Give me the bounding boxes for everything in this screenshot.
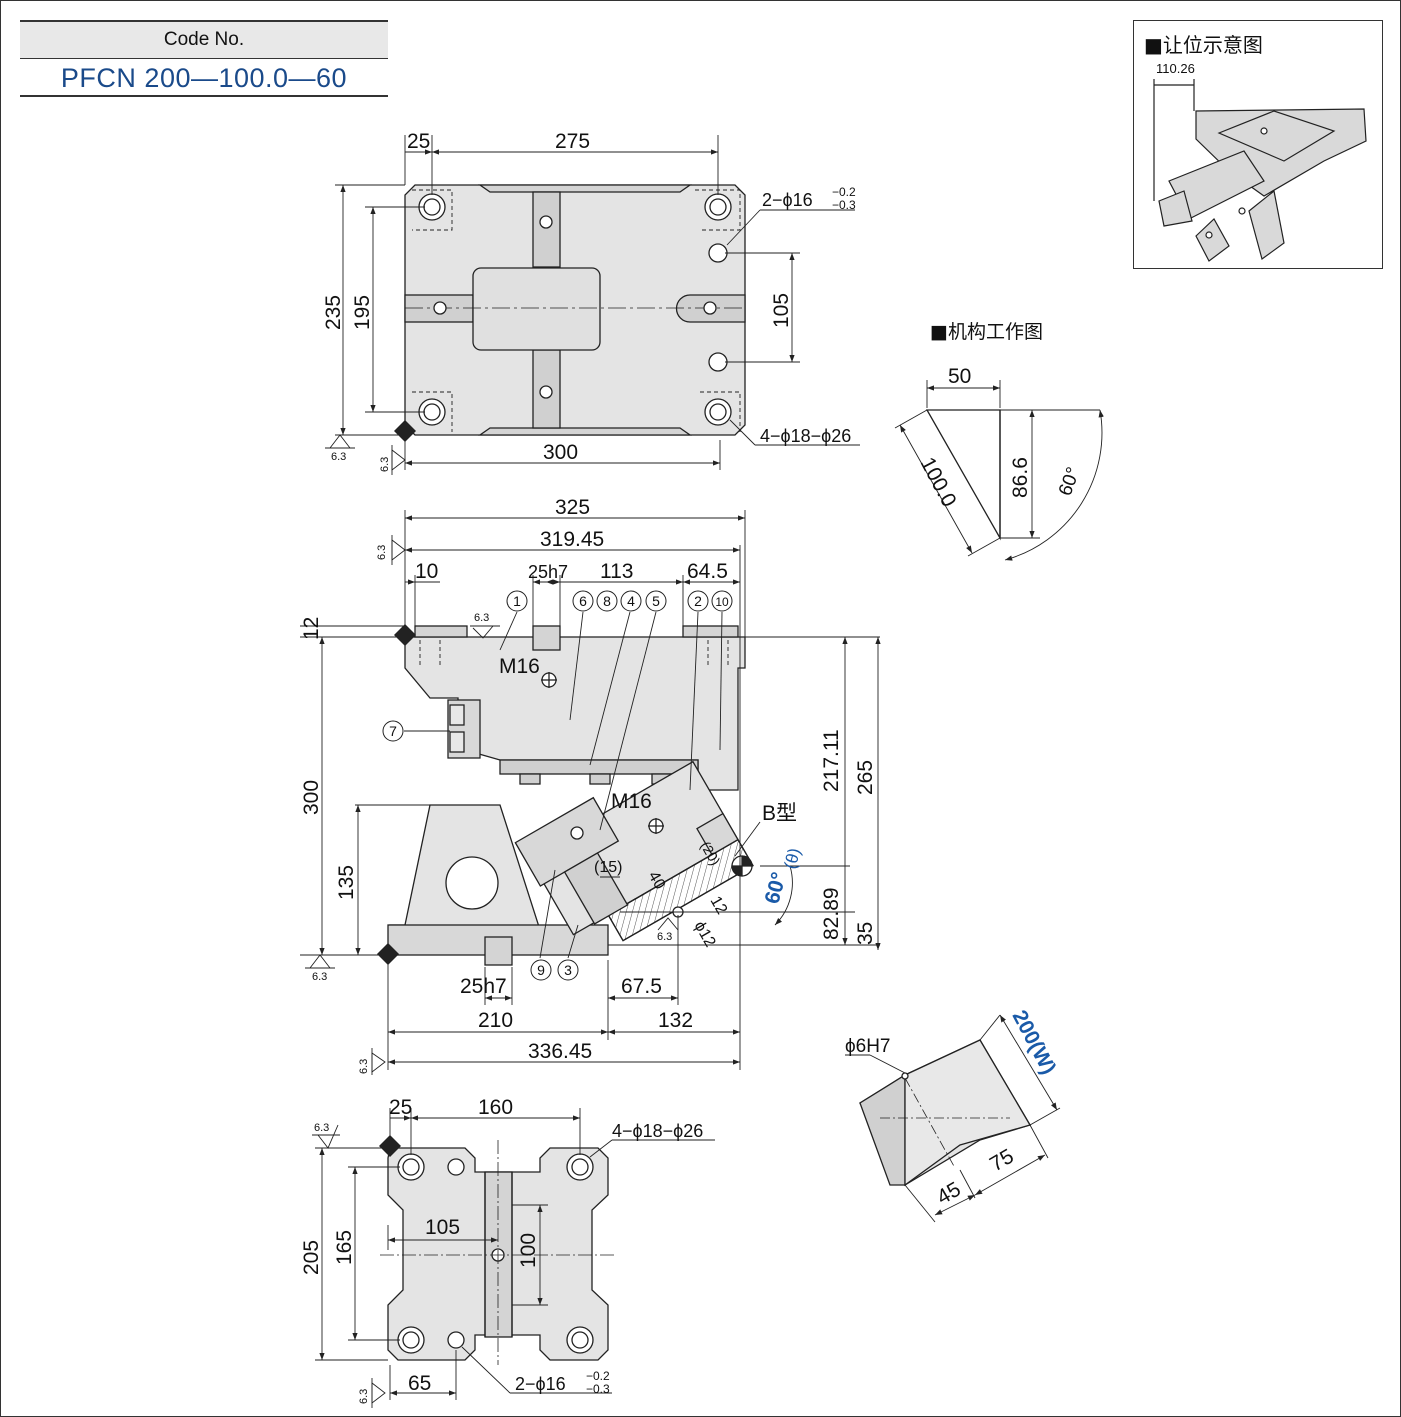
svg-text:165: 165 [333,1230,356,1265]
svg-text:336.45: 336.45 [528,1040,592,1063]
svg-text:2: 2 [694,593,702,609]
svg-text:4−ϕ18−ϕ26: 4−ϕ18−ϕ26 [760,426,851,446]
svg-text:(θ): (θ) [781,846,805,871]
svg-text:160: 160 [478,1096,513,1119]
svg-text:65: 65 [408,1372,431,1395]
svg-text:100.0: 100.0 [916,454,961,511]
svg-text:132: 132 [658,1009,693,1032]
svg-text:25: 25 [407,130,430,153]
svg-text:200(W): 200(W) [1008,1007,1061,1079]
svg-text:25: 25 [389,1096,412,1119]
front-view-dims: 325 319.45 10 25h7 113 64.5 12 300 135 2… [300,496,877,1074]
svg-text:6.3: 6.3 [474,612,489,624]
front-view [300,510,881,1075]
svg-text:−0.2: −0.2 [586,1369,610,1383]
bottom-view [312,1108,715,1408]
svg-text:105: 105 [425,1216,460,1239]
inset-dim: 110.26 [1156,61,1195,76]
top-view [325,135,860,475]
svg-text:6.3: 6.3 [358,1059,370,1074]
svg-text:6.3: 6.3 [379,457,391,472]
svg-text:325: 325 [555,496,590,519]
svg-text:6: 6 [579,593,587,609]
svg-text:3: 3 [564,962,572,978]
svg-text:205: 205 [300,1240,323,1275]
svg-text:135: 135 [335,865,358,900]
svg-text:275: 275 [555,130,590,153]
svg-text:64.5: 64.5 [687,560,728,583]
svg-text:−0.2: −0.2 [832,185,856,199]
svg-text:B型: B型 [762,802,797,825]
svg-text:100: 100 [517,1233,540,1268]
code-value: PFCN 200—100.0—60 [20,59,388,97]
svg-text:265: 265 [854,760,877,795]
svg-text:195: 195 [351,295,374,330]
svg-text:4: 4 [627,593,635,609]
code-header: Code No. [20,20,388,59]
svg-text:6.3: 6.3 [314,1122,329,1134]
mechanism-diagram [894,380,1104,561]
svg-text:ϕ12: ϕ12 [691,919,719,951]
svg-text:300: 300 [300,780,323,815]
svg-text:M16: M16 [611,790,652,813]
svg-text:6.3: 6.3 [331,451,346,463]
svg-text:60°: 60° [1055,465,1085,499]
svg-text:75: 75 [986,1145,1018,1177]
svg-text:50: 50 [948,365,971,388]
svg-text:67.5: 67.5 [621,975,662,998]
svg-text:12: 12 [707,894,731,918]
svg-text:10: 10 [715,595,729,609]
svg-text:235: 235 [322,295,345,330]
svg-text:12: 12 [300,617,323,640]
svg-text:35: 35 [854,922,877,945]
top-view-dims: 25 275 235 195 105 300 2−ϕ16 −0.2 −0.3 4… [322,130,856,472]
mechanism-title: ■机构工作图 [930,321,1043,343]
svg-text:2−ϕ16: 2−ϕ16 [762,190,813,210]
iso-view [845,1014,1061,1223]
svg-text:82.89: 82.89 [820,887,843,940]
svg-text:105: 105 [770,293,793,328]
svg-text:40: 40 [645,869,669,893]
svg-text:60°: 60° [761,870,791,907]
bottom-view-dims: 25 160 205 165 105 100 65 4−ϕ18−ϕ26 2−ϕ1… [300,1096,703,1404]
svg-text:217.11: 217.11 [820,729,843,792]
svg-text:4−ϕ18−ϕ26: 4−ϕ18−ϕ26 [612,1121,703,1141]
svg-text:300: 300 [543,441,578,464]
svg-text:6.3: 6.3 [312,971,327,983]
svg-text:8: 8 [603,593,611,609]
svg-text:113: 113 [600,560,633,583]
svg-text:−0.3: −0.3 [832,198,856,212]
svg-text:25h7: 25h7 [460,975,507,998]
svg-text:6.3: 6.3 [358,1389,370,1404]
svg-text:M16: M16 [499,655,540,678]
svg-text:6.3: 6.3 [657,931,672,943]
svg-text:25h7: 25h7 [528,562,568,582]
svg-text:ϕ6H7: ϕ6H7 [845,1036,891,1057]
svg-text:10: 10 [415,560,438,583]
svg-text:319.45: 319.45 [540,528,604,551]
svg-text:1: 1 [513,593,521,609]
code-number-block: Code No. PFCN 200—100.0—60 [20,20,388,97]
svg-text:210: 210 [478,1009,513,1032]
svg-text:86.6: 86.6 [1009,457,1032,498]
svg-text:6.3: 6.3 [376,545,388,560]
svg-text:45: 45 [933,1178,965,1210]
svg-text:9: 9 [537,962,545,978]
svg-text:(15): (15) [594,859,622,876]
svg-text:7: 7 [389,723,397,739]
clearance-inset: ■让位示意图 110.26 [1133,20,1383,269]
svg-text:−0.3: −0.3 [586,1382,610,1396]
svg-text:2−ϕ16: 2−ϕ16 [515,1374,566,1394]
clearance-diagram [1153,79,1367,262]
inset-title: ■让位示意图 [1144,33,1263,57]
svg-text:5: 5 [652,593,660,609]
